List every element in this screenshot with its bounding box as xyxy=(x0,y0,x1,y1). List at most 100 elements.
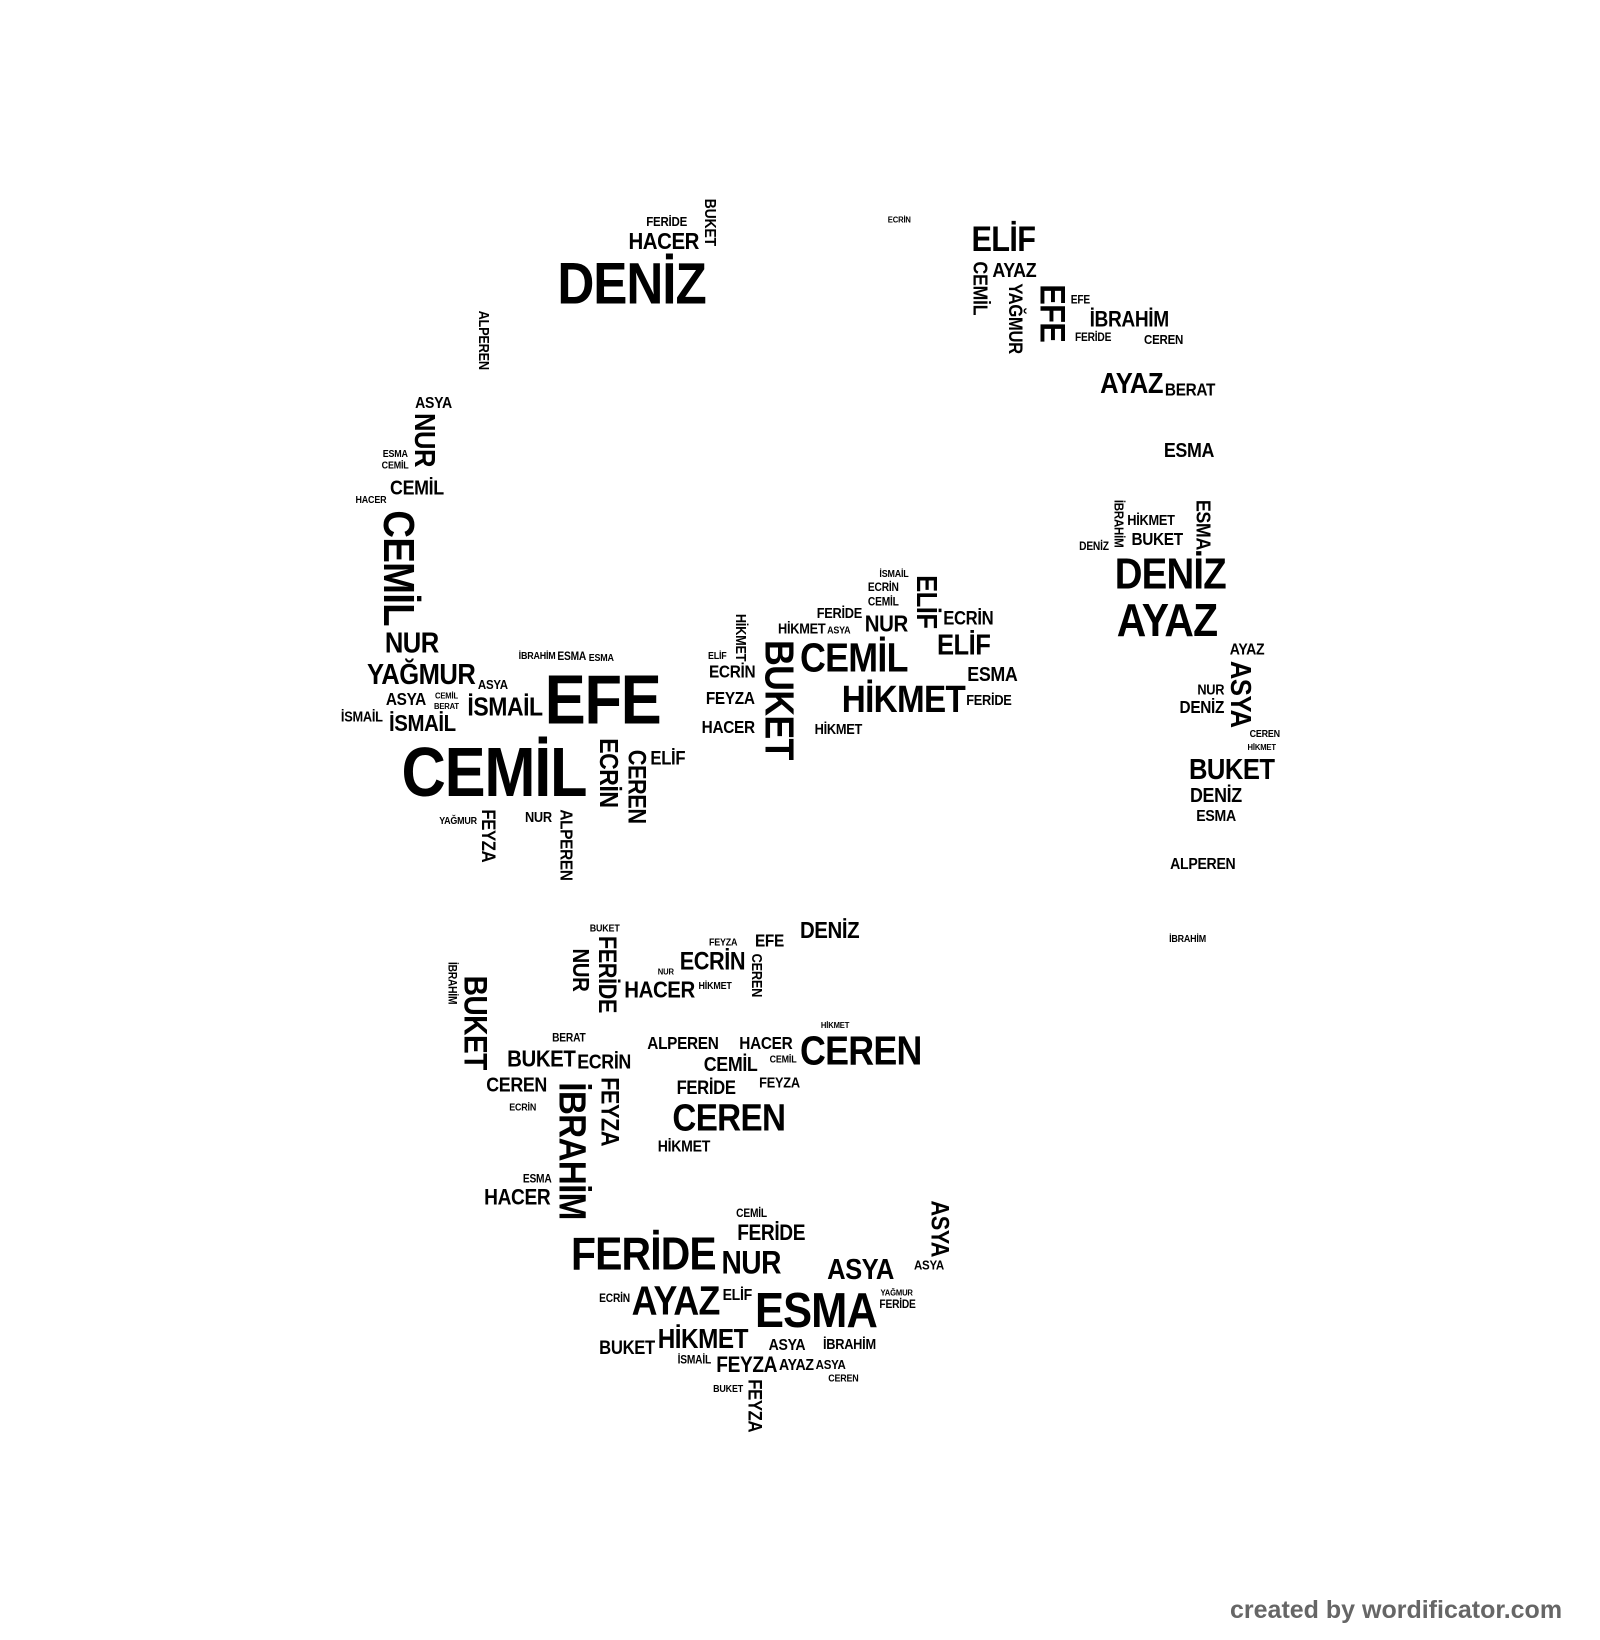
word-asya: ASYA xyxy=(386,689,427,710)
word-deni̇z: DENİZ xyxy=(1189,784,1242,808)
word-deni̇z: DENİZ xyxy=(1078,540,1109,554)
word-ecri̇n: ECRİN xyxy=(887,214,911,225)
word-cemi̇l: CEMİL xyxy=(381,460,409,473)
word-ceren: CEREN xyxy=(621,750,650,824)
word-hacer: HACER xyxy=(483,1185,551,1210)
word-ayaz: AYAZ xyxy=(1100,367,1163,400)
word-i̇brahi̇m: İBRAHİM xyxy=(1089,306,1170,332)
word-i̇smai̇l: İSMAİL xyxy=(340,707,383,725)
word-i̇smai̇l: İSMAİL xyxy=(467,692,543,722)
word-asya: ASYA xyxy=(914,1257,945,1273)
word-cemi̇l: CEMİL xyxy=(968,261,992,315)
word-ceren: CEREN xyxy=(1249,728,1280,741)
word-berat: BERAT xyxy=(433,700,459,711)
word-hacer: HACER xyxy=(701,717,755,738)
word-esma: ESMA xyxy=(1191,500,1215,551)
word-hacer: HACER xyxy=(355,495,387,507)
word-ceren: CEREN xyxy=(672,1095,786,1139)
word-hi̇kmet: HİKMET xyxy=(841,677,965,721)
word-ecri̇n: ECRİN xyxy=(867,581,899,595)
word-nur: NUR xyxy=(864,610,908,637)
word-feri̇de: FERİDE xyxy=(646,214,687,229)
word-hi̇kmet: HİKMET xyxy=(733,614,751,662)
word-feri̇de: FERİDE xyxy=(1075,331,1112,345)
word-feri̇de: FERİDE xyxy=(592,935,620,1013)
word-nur: NUR xyxy=(721,1245,782,1281)
word-ceren: CEREN xyxy=(1143,332,1184,347)
word-feyza: FEYZA xyxy=(708,937,738,949)
word-alperen: ALPEREN xyxy=(646,1033,719,1054)
word-eli̇f: ELİF xyxy=(650,747,685,769)
word-i̇smai̇l: İSMAİL xyxy=(879,568,909,581)
word-cemi̇l: CEMİL xyxy=(390,477,444,501)
word-cemi̇l: CEMİL xyxy=(374,510,424,626)
word-eli̇f: ELİF xyxy=(722,1286,752,1305)
word-hi̇kmet: HİKMET xyxy=(658,1322,749,1355)
word-deni̇z: DENİZ xyxy=(557,251,706,317)
word-yağmur: YAĞMUR xyxy=(438,815,477,828)
word-berat: BERAT xyxy=(552,1031,587,1045)
word-feri̇de: FERİDE xyxy=(676,1076,736,1098)
word-asya: ASYA xyxy=(815,1356,846,1372)
word-esma: ESMA xyxy=(557,649,587,663)
word-i̇brahi̇m: İBRAHİM xyxy=(822,1335,876,1353)
word-asya: ASYA xyxy=(768,1336,806,1355)
word-ayaz: AYAZ xyxy=(1229,641,1265,660)
word-esma: ESMA xyxy=(522,1173,552,1187)
word-asya: ASYA xyxy=(1224,660,1258,728)
word-buket: BUKET xyxy=(713,1383,743,1396)
word-feyza: FEYZA xyxy=(705,688,755,709)
word-cemi̇l: CEMİL xyxy=(434,689,458,701)
word-cemi̇l: CEMİL xyxy=(769,1053,797,1066)
word-deni̇z: DENİZ xyxy=(799,916,860,944)
word-i̇smai̇l: İSMAİL xyxy=(677,1353,711,1367)
word-asya: ASYA xyxy=(827,625,851,637)
word-buket: BUKET xyxy=(701,198,719,246)
word-hi̇kmet: HİKMET xyxy=(698,980,732,993)
word-ecri̇n: ECRİN xyxy=(599,1292,630,1306)
word-feri̇de: FERİDE xyxy=(879,1298,916,1312)
word-ecri̇n: ECRİN xyxy=(577,1051,632,1075)
word-ayaz: AYAZ xyxy=(1116,594,1218,646)
word-cemi̇l: CEMİL xyxy=(868,596,899,610)
word-i̇smai̇l: İSMAİL xyxy=(389,710,457,737)
word-buket: BUKET xyxy=(1188,753,1275,786)
word-ayaz: AYAZ xyxy=(991,259,1036,283)
word-esma: ESMA xyxy=(382,448,408,461)
word-nur: NUR xyxy=(657,966,674,977)
word-feri̇de: FERİDE xyxy=(966,691,1012,709)
word-buket: BUKET xyxy=(1131,529,1184,550)
word-yağmur: YAĞMUR xyxy=(880,1287,913,1299)
word-buket: BUKET xyxy=(589,922,620,935)
word-efe: EFE xyxy=(754,930,784,951)
word-ecri̇n: ECRİN xyxy=(593,738,623,808)
word-alperen: ALPEREN xyxy=(1170,855,1236,874)
word-buket: BUKET xyxy=(456,975,493,1070)
word-hi̇kmet: HİKMET xyxy=(821,1019,850,1030)
word-feyza: FEYZA xyxy=(759,1073,801,1091)
word-efe: EFE xyxy=(544,661,662,739)
word-cemi̇l: CEMİL xyxy=(799,635,908,681)
word-buket: BUKET xyxy=(756,640,802,760)
word-asya: ASYA xyxy=(827,1252,895,1285)
word-esma: ESMA xyxy=(1196,807,1236,826)
word-cemi̇l: CEMİL xyxy=(703,1053,758,1077)
word-ecri̇n: ECRİN xyxy=(679,948,746,976)
word-efe: EFE xyxy=(1032,284,1072,343)
word-ayaz: AYAZ xyxy=(632,1278,721,1324)
word-buket: BUKET xyxy=(507,1045,576,1072)
word-eli̇f: ELİF xyxy=(936,628,990,661)
word-esma: ESMA xyxy=(754,1283,878,1339)
word-ecri̇n: ECRİN xyxy=(509,1102,537,1114)
word-feyza: FEYZA xyxy=(478,809,500,863)
word-nur: NUR xyxy=(385,626,440,660)
word-nur: NUR xyxy=(567,948,594,992)
word-nur: NUR xyxy=(1197,681,1225,698)
word-asya: ASYA xyxy=(415,394,452,413)
word-nur: NUR xyxy=(409,413,442,467)
word-esma: ESMA xyxy=(967,662,1018,686)
word-hacer: HACER xyxy=(739,1032,793,1053)
word-i̇brahi̇m: İBRAHİM xyxy=(550,1082,594,1220)
word-berat: BERAT xyxy=(1165,379,1216,400)
word-feyza: FEYZA xyxy=(716,1353,777,1378)
